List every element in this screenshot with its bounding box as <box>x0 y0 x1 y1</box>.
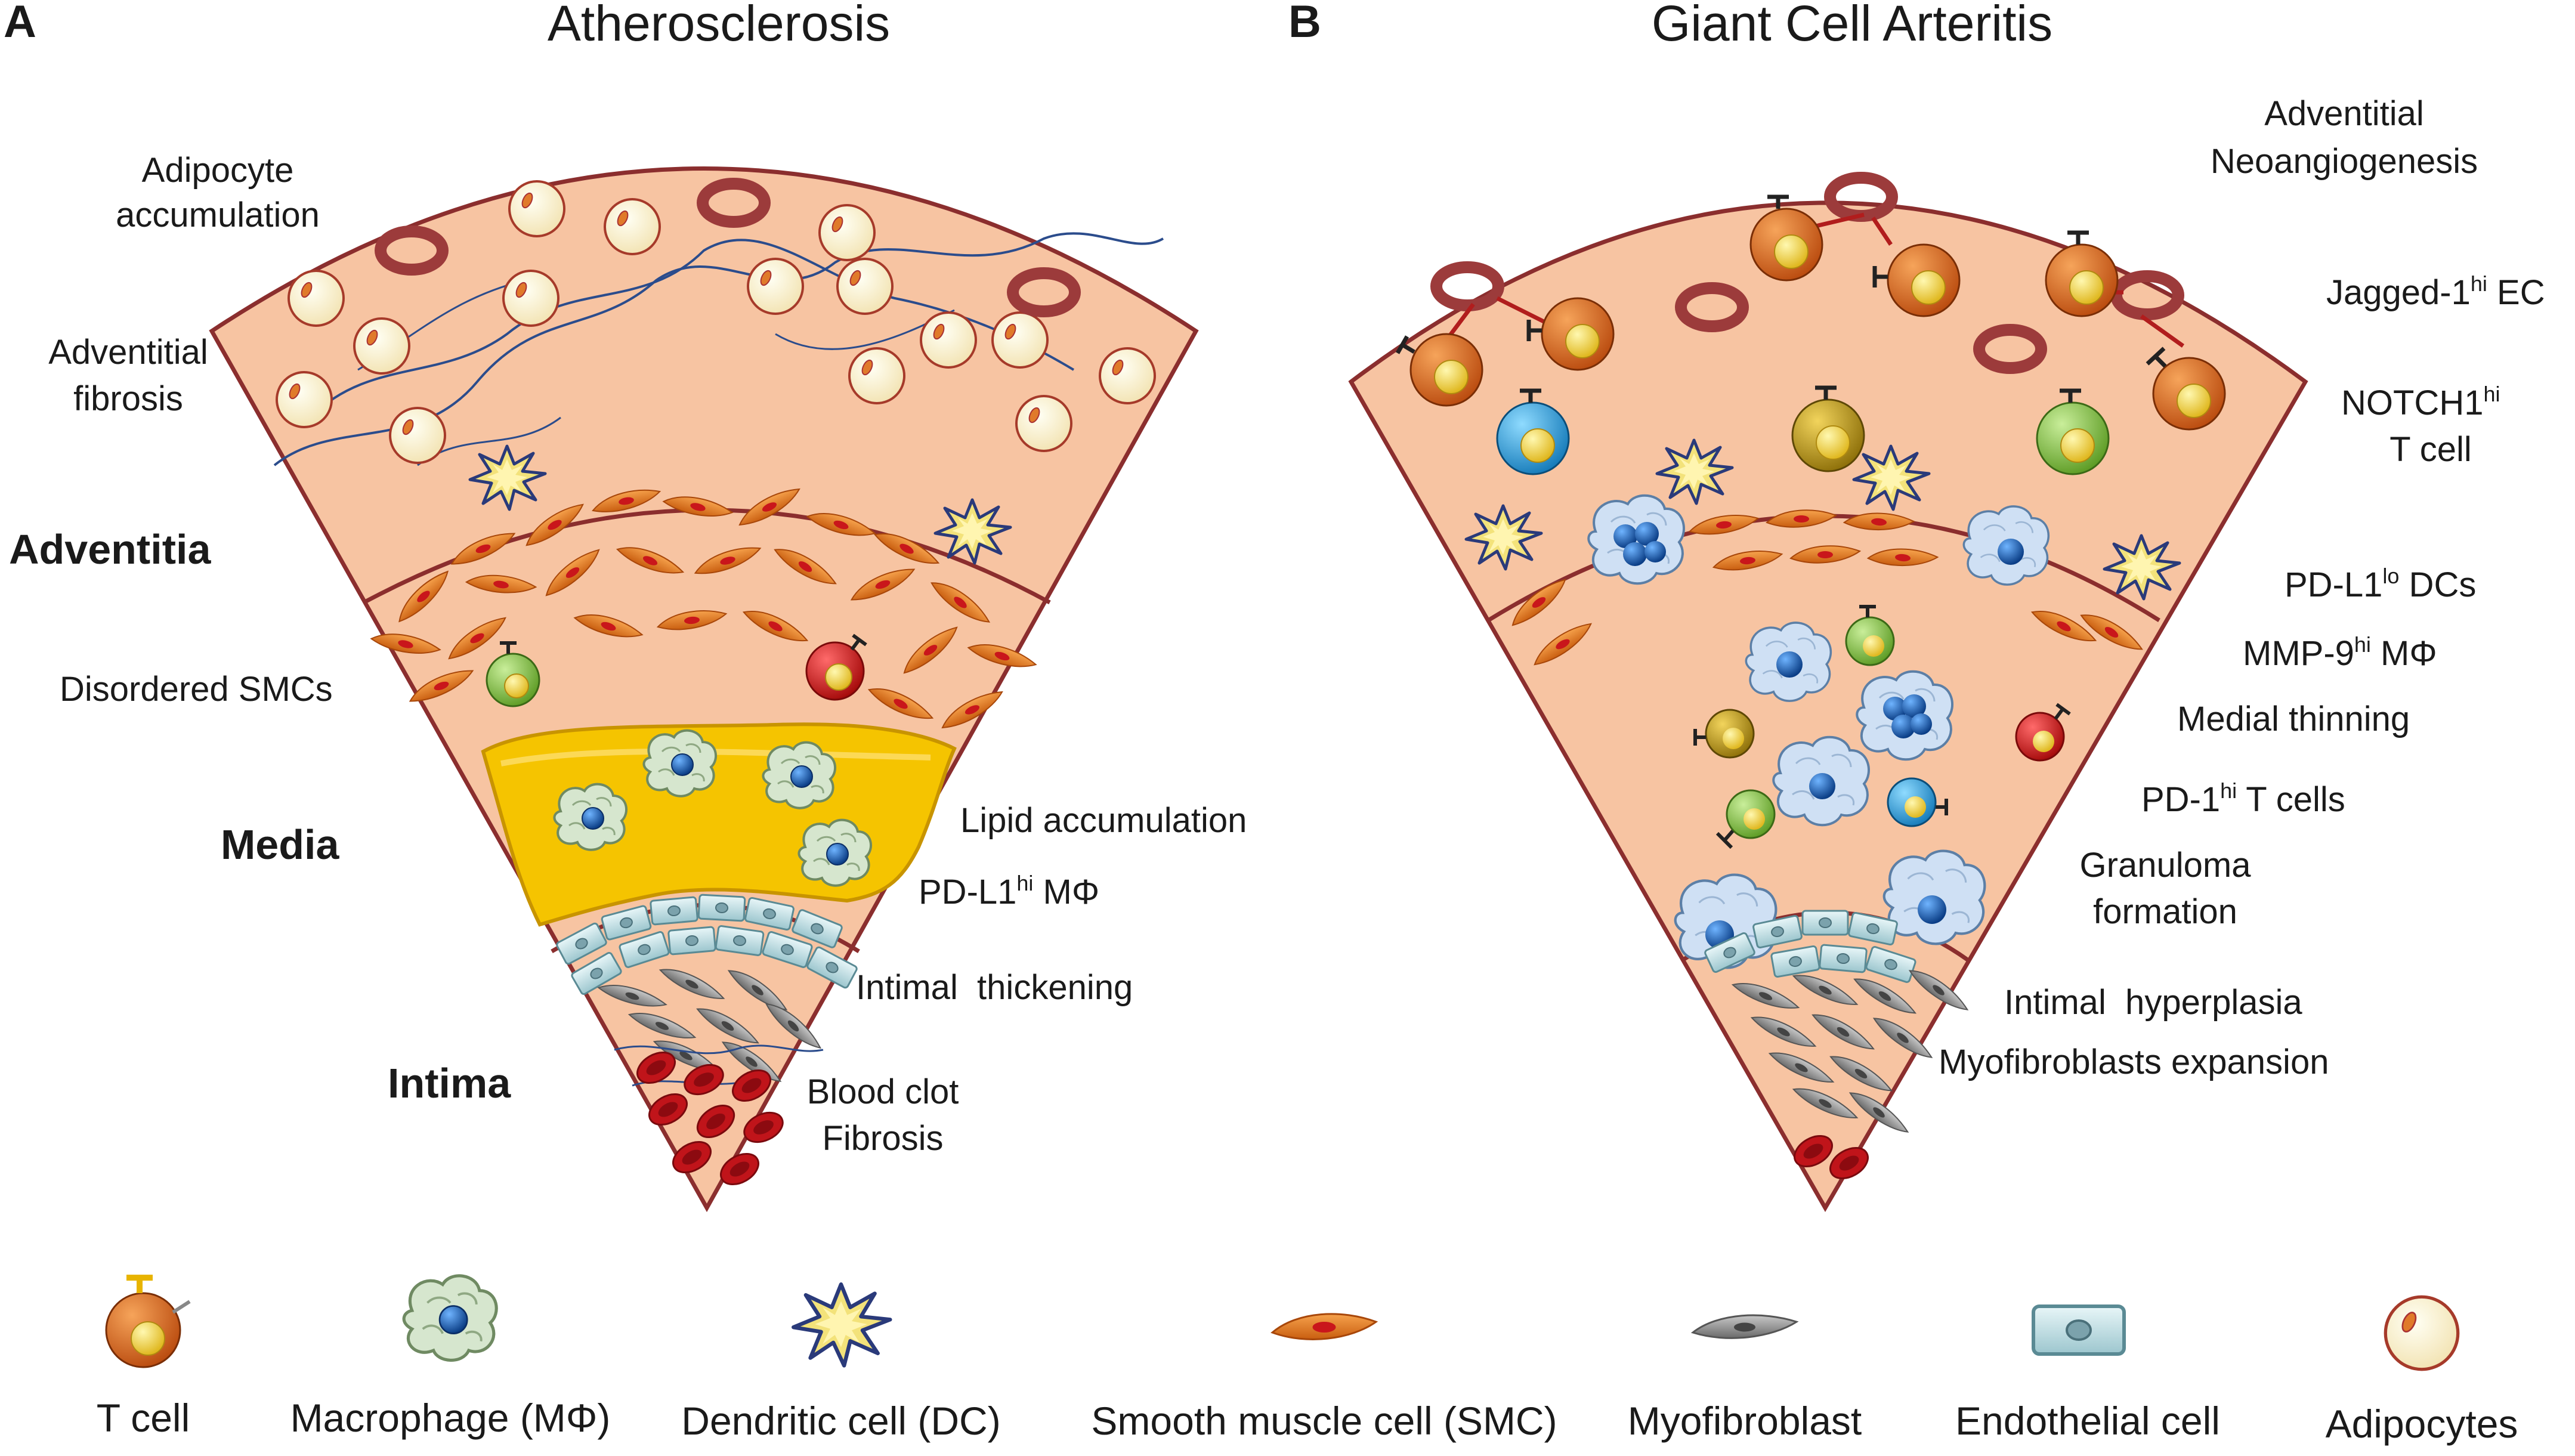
legend: T cell Macrophage (MΦ) Dendritic cell (D… <box>97 1276 2518 1446</box>
panel-a-title: Atherosclerosis <box>548 0 890 51</box>
label-granuloma-formation-1: Granuloma <box>2080 846 2252 885</box>
label-pdl1-lo-dcs: PD-L1lo DCs <box>2285 564 2476 604</box>
adipocyte-icon <box>848 347 905 404</box>
macrophage-icon <box>1962 505 2050 586</box>
label-intimal-hyperplasia: Intimal hyperplasia <box>2004 983 2302 1022</box>
label-pd1-hi-t-cells: PD-1hi T cells <box>2141 778 2345 819</box>
adipocyte-icon <box>2385 1297 2457 1369</box>
panel-b-letter: B <box>1288 0 1321 47</box>
label-fibrosis: Fibrosis <box>822 1119 943 1158</box>
t-cell-icon <box>1526 297 1615 371</box>
label-adipocyte-accumulation-2: accumulation <box>116 196 320 234</box>
myofibroblast-icon <box>1692 1314 1798 1339</box>
endothelial-cell-icon <box>2033 1306 2124 1354</box>
label-jagged1-ec: Jagged-1hi EC <box>2326 271 2545 312</box>
label-adventitial-neoangiogenesis-1: Adventitial <box>2264 94 2424 133</box>
t-cell-icon <box>486 641 540 707</box>
t-cell-icon <box>105 1275 191 1368</box>
label-mmp9-hi-macrophage: MMP-9hi MΦ <box>2243 632 2437 673</box>
panel-a-letter: A <box>4 0 36 47</box>
t-cell-icon <box>1845 605 1895 666</box>
t-cell-icon <box>2146 347 2226 431</box>
macrophage-icon <box>1772 735 1870 827</box>
adipocyte-icon <box>818 204 876 261</box>
t-cell-icon <box>1749 194 1823 282</box>
adipocyte-icon <box>920 311 977 369</box>
t-cell-icon <box>1496 388 1570 475</box>
label-notch1-t-cell-2: T cell <box>2389 430 2472 469</box>
panel-a-artery-wedge <box>209 166 1199 1213</box>
adipocyte-icon <box>508 180 565 237</box>
adipocyte-icon <box>991 311 1049 369</box>
panel-b-artery-wedge <box>1348 178 2308 1212</box>
vessel-icon <box>1830 178 1892 216</box>
t-cell-icon <box>1887 777 1948 827</box>
adipocyte-icon <box>604 198 661 255</box>
vessel-icon <box>1436 267 1498 305</box>
layer-label-adventitia: Adventitia <box>9 526 211 573</box>
t-cell-icon <box>1715 789 1776 849</box>
t-cell-icon <box>1395 333 1483 407</box>
label-myofibroblasts-expansion: Myofibroblasts expansion <box>1939 1043 2329 1081</box>
label-disordered-smcs: Disordered SMCs <box>60 670 333 709</box>
t-cell-icon <box>805 633 867 701</box>
adipocyte-icon <box>836 258 894 315</box>
adipocyte-icon <box>276 371 333 428</box>
macrophage-icon <box>1587 494 1685 585</box>
panel-b-title: Giant Cell Arteritis <box>1652 0 2052 51</box>
adipocyte-icon <box>288 270 345 327</box>
adipocyte-icon <box>502 270 559 327</box>
macrophage-icon <box>1856 670 1953 761</box>
label-adventitial-neoangiogenesis-2: Neoangiogenesis <box>2211 142 2478 181</box>
macrophage-icon <box>1745 622 1832 702</box>
macrophage-icon <box>404 1276 496 1361</box>
label-notch1-t-cell-1: NOTCH1hi <box>2341 382 2500 422</box>
legend-label-macrophage: Macrophage (MΦ) <box>290 1396 611 1440</box>
legend-label-endothelial-cell: Endothelial cell <box>1955 1399 2220 1443</box>
layer-label-media: Media <box>221 821 339 868</box>
label-adipocyte-accumulation-1: Adipocyte <box>142 151 294 190</box>
dendritic-cell-icon <box>793 1284 890 1365</box>
adipocyte-icon <box>747 258 804 315</box>
label-adventitial-fibrosis-1: Adventitial <box>48 333 208 372</box>
label-lipid-accumulation: Lipid accumulation <box>960 801 1247 840</box>
adipocyte-icon <box>353 317 410 375</box>
adipocyte-icon <box>1015 395 1072 452</box>
t-cell-icon <box>2045 230 2119 317</box>
label-intimal-thickening: Intimal thickening <box>856 968 1133 1007</box>
t-cell-icon <box>2036 388 2110 475</box>
legend-label-t-cell: T cell <box>97 1396 190 1440</box>
t-cell-icon <box>1872 243 1961 317</box>
t-cell-icon <box>1791 385 1865 472</box>
label-adventitial-fibrosis-2: fibrosis <box>73 379 183 418</box>
layer-label-intima: Intima <box>388 1060 511 1106</box>
smooth-muscle-cell-icon <box>1271 1313 1377 1340</box>
legend-label-myofibroblast: Myofibroblast <box>1628 1399 1862 1443</box>
label-blood-clot: Blood clot <box>807 1072 959 1111</box>
label-granuloma-formation-2: formation <box>2093 892 2237 931</box>
label-pdl1-hi-macrophage: PD-L1hi MΦ <box>919 871 1099 911</box>
legend-label-smooth-muscle-cell: Smooth muscle cell (SMC) <box>1091 1399 1557 1443</box>
legend-label-adipocytes: Adipocytes <box>2326 1402 2518 1446</box>
adipocyte-icon <box>1099 347 1156 404</box>
macrophage-icon <box>1884 851 1985 944</box>
t-cell-icon <box>2015 703 2071 762</box>
t-cell-icon <box>1693 709 1755 759</box>
label-medial-thinning: Medial thinning <box>2177 700 2410 738</box>
legend-label-dendritic-cell: Dendritic cell (DC) <box>681 1399 1000 1443</box>
adipocyte-icon <box>389 407 446 464</box>
